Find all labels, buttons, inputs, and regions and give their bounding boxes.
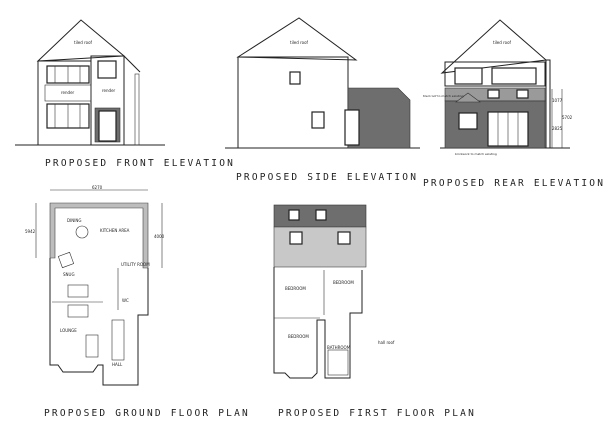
room-hall: HALL xyxy=(112,362,123,367)
room-bedroom-2: BEDROOM xyxy=(333,280,354,285)
front-render-note-2: render xyxy=(102,88,116,93)
rear-dim-5702: 5702 xyxy=(562,115,573,120)
room-bedroom-1: BEDROOM xyxy=(285,286,306,291)
rear-dim-1077: 1077 xyxy=(552,98,563,103)
room-bedroom-3: BEDROOM xyxy=(288,334,309,339)
rear-elevation-title: PROPOSED REAR ELEVATION xyxy=(423,178,605,189)
ground-dim-right: 4000 xyxy=(154,234,165,239)
room-lounge: LOUNGE xyxy=(60,328,77,333)
ground-dim-left: 5942 xyxy=(25,229,36,234)
side-roof-note: tiled roof xyxy=(290,40,309,45)
room-utility: UTILITY ROOM xyxy=(121,262,150,267)
rear-elevation: tiled roof 1077 2825 5702 tiled roof to … xyxy=(423,19,573,156)
room-bathroom: BATHROOM xyxy=(327,345,351,350)
front-elevation: tiled roof render render xyxy=(15,19,165,146)
ground-floor-plan: 6270 5942 4000 DINING KITCHEN AREA UTILI… xyxy=(25,185,165,386)
first-floor-plan: BEDROOM BEDROOM BEDROOM BATHROOM hall ro… xyxy=(273,204,395,379)
room-kitchen: KITCHEN AREA xyxy=(100,228,130,233)
ground-dim-width: 6270 xyxy=(92,185,103,190)
rear-roof-note: tiled roof xyxy=(493,40,512,45)
ground-floor-plan-title: PROPOSED GROUND FLOOR PLAN xyxy=(44,408,250,419)
rear-roof-match-note: tiled roof to match existing xyxy=(423,94,464,98)
rear-brick-match-note: brickwork to match existing xyxy=(455,152,497,156)
room-wc: WC xyxy=(122,298,129,303)
first-floor-plan-title: PROPOSED FIRST FLOOR PLAN xyxy=(278,408,476,419)
room-snug: SNUG xyxy=(63,272,75,277)
front-elevation-title: PROPOSED FRONT ELEVATION xyxy=(45,158,235,169)
front-roof-note: tiled roof xyxy=(74,40,93,45)
side-elevation: tiled roof xyxy=(225,17,420,149)
front-render-note-1: render xyxy=(61,90,75,95)
rear-dim-2825: 2825 xyxy=(552,126,563,131)
room-dining: DINING xyxy=(67,218,82,223)
side-elevation-title: PROPOSED SIDE ELEVATION xyxy=(236,172,418,183)
hall-roof-note: hall roof xyxy=(378,340,395,345)
